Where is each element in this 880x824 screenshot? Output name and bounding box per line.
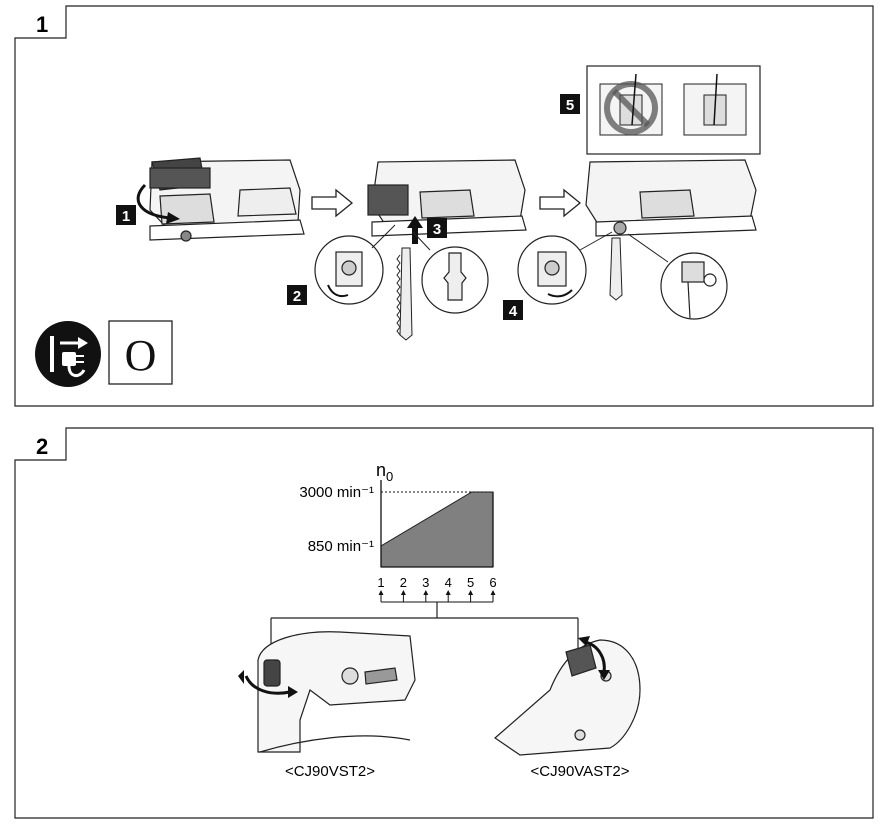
panel-2-number: 2 xyxy=(36,434,48,459)
jigsaw-step1-illustration xyxy=(149,157,305,242)
off-switch-icon: O xyxy=(108,320,173,385)
y-tick-label-3000: 3000 min⁻¹ xyxy=(299,484,374,501)
jigsaw-step3-illustration xyxy=(585,159,757,237)
dial-rotate-arrow-2 xyxy=(578,636,610,680)
insert-up-arrow xyxy=(407,216,423,244)
pointer-lines-step3 xyxy=(579,231,669,263)
dial-arrowhead-3 xyxy=(423,590,429,595)
dial-arrowhead-4 xyxy=(445,590,451,595)
svg-text:1: 1 xyxy=(122,208,130,225)
step-badge-3: 3 xyxy=(427,218,447,238)
step-badge-5: 5 xyxy=(560,94,580,114)
model-label-cj90vst2: <CJ90VST2> xyxy=(285,763,375,780)
x-tick-label-1: 1 xyxy=(377,575,384,590)
step-badge-2: 2 xyxy=(287,285,307,305)
x-tick-label-6: 6 xyxy=(489,575,496,590)
svg-text:5: 5 xyxy=(566,97,574,114)
jigsaw-step2-illustration xyxy=(367,159,527,237)
panel-2-frame xyxy=(14,427,874,819)
panel-1-frame xyxy=(14,5,874,407)
step5-detail-box xyxy=(586,65,761,155)
panel-1-number: 1 xyxy=(36,12,48,37)
jigsaw-blade-installed xyxy=(609,237,623,301)
jigsaw-blade xyxy=(396,247,413,341)
speed-area xyxy=(380,491,494,568)
x-tick-label-2: 2 xyxy=(400,575,407,590)
step-badge-1: 1 xyxy=(116,205,136,225)
y-axis-label: n0 xyxy=(376,460,393,484)
svg-text:2: 2 xyxy=(293,288,301,305)
x-tick-label-5: 5 xyxy=(467,575,474,590)
rotate-lever-arrow xyxy=(136,183,180,224)
tool-cj90vast2-illustration xyxy=(494,639,641,756)
dial-arrowhead-5 xyxy=(468,590,474,595)
svg-text:4: 4 xyxy=(509,303,518,320)
dial-arrowhead-6 xyxy=(490,590,496,595)
x-tick-label-3: 3 xyxy=(422,575,429,590)
unplug-icon xyxy=(35,321,101,387)
x-tick-label-4: 4 xyxy=(445,575,452,590)
next-arrow-2 xyxy=(539,188,582,218)
detail-circle-roller xyxy=(660,252,728,320)
y-tick-label-850: 850 min⁻¹ xyxy=(308,538,374,555)
dial-rotate-arrow-1 xyxy=(238,670,298,698)
step-badge-4: 4 xyxy=(503,300,523,320)
tool-cj90vst2-illustration xyxy=(257,631,416,753)
next-arrow-1 xyxy=(311,188,354,218)
svg-text:3: 3 xyxy=(433,221,441,238)
detail-circle-blade-shank xyxy=(421,246,489,314)
dial-arrowhead-1 xyxy=(378,590,384,595)
detail-circle-lever xyxy=(314,235,384,305)
pointer-lines-step2 xyxy=(371,224,431,251)
dial-arrowhead-2 xyxy=(400,590,406,595)
off-symbol: O xyxy=(125,331,157,380)
detail-circle-lever-return xyxy=(517,235,587,305)
model-label-cj90vast2: <CJ90VAST2> xyxy=(531,763,630,780)
